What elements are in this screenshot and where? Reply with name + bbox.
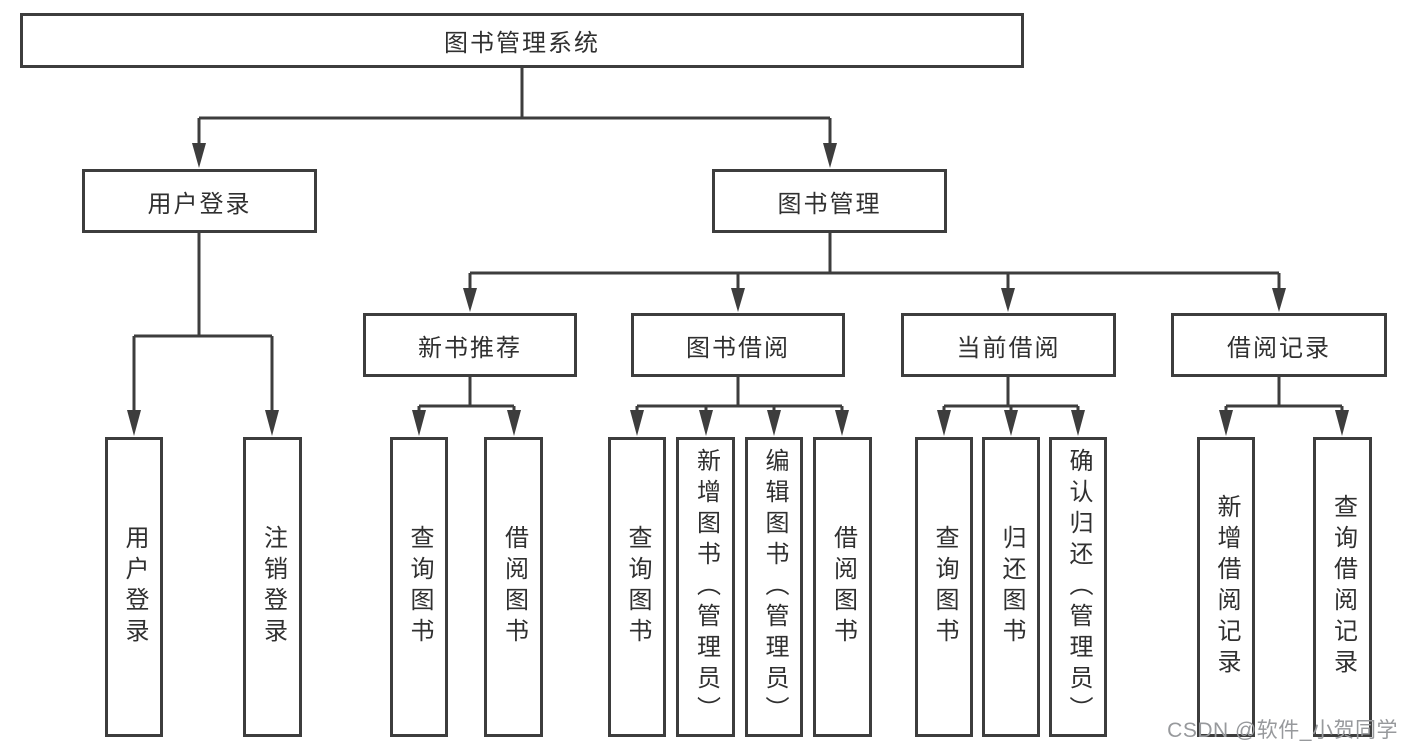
leaf-query-book-current: 查询图书 [915, 437, 973, 737]
leaf-add-borrow-record-label: 新增借阅记录 [1213, 494, 1240, 680]
node-borrow-records: 借阅记录 [1171, 313, 1387, 377]
leaf-query-book-borrow: 查询图书 [608, 437, 666, 737]
leaf-query-book-borrow-label: 查询图书 [624, 525, 651, 649]
arrowhead [699, 410, 713, 436]
arrowhead [835, 410, 849, 436]
leaf-return-book: 归还图书 [982, 437, 1040, 737]
arrowhead [1219, 410, 1233, 436]
arrowhead [192, 143, 206, 168]
leaf-query-borrow-record-label: 查询借阅记录 [1329, 494, 1357, 680]
leaf-query-book-recommend: 查询图书 [390, 437, 448, 737]
arrowhead [265, 410, 279, 436]
leaf-logout-login-label: 注销登录 [259, 525, 287, 649]
leaf-edit-book-admin-label: 编辑图书（管理员） [761, 447, 788, 727]
node-current-borrow: 当前借阅 [901, 313, 1116, 377]
leaf-edit-book-admin: 编辑图书（管理员） [745, 437, 803, 737]
arrowhead [1335, 410, 1349, 436]
leaf-borrow-book-label: 借阅图书 [829, 525, 857, 649]
leaf-confirm-return-admin-label: 确认归还（管理员） [1065, 447, 1092, 727]
csdn-watermark: CSDN @软件_小贺同学 [1167, 719, 1398, 742]
node-library-management-system: 图书管理系统 [20, 13, 1024, 68]
arrowhead [463, 288, 477, 312]
arrowhead [1071, 410, 1085, 436]
arrowhead [937, 410, 951, 436]
node-book-borrow: 图书借阅 [631, 313, 845, 377]
leaf-user-login: 用户登录 [105, 437, 163, 737]
leaf-query-book-recommend-label: 查询图书 [406, 525, 433, 649]
leaf-return-book-label: 归还图书 [998, 525, 1025, 649]
leaf-query-book-current-label: 查询图书 [931, 525, 958, 649]
leaf-borrow-book-recommend: 借阅图书 [484, 437, 543, 737]
arrowhead [731, 288, 745, 312]
leaf-add-book-admin-label: 新增图书（管理员） [692, 447, 720, 727]
leaf-confirm-return-admin: 确认归还（管理员） [1049, 437, 1107, 737]
arrowhead [1001, 288, 1015, 312]
leaf-borrow-book: 借阅图书 [813, 437, 872, 737]
leaf-add-borrow-record: 新增借阅记录 [1197, 437, 1255, 737]
leaf-add-book-admin: 新增图书（管理员） [676, 437, 735, 737]
arrowhead [823, 143, 837, 168]
arrowhead [127, 410, 141, 436]
leaf-borrow-book-recommend-label: 借阅图书 [500, 525, 528, 649]
node-book-management: 图书管理 [712, 169, 947, 233]
arrowhead [1004, 410, 1018, 436]
leaf-query-borrow-record: 查询借阅记录 [1313, 437, 1372, 737]
leaf-user-login-label: 用户登录 [121, 525, 148, 649]
leaf-logout-login: 注销登录 [243, 437, 302, 737]
arrowhead [412, 410, 426, 436]
arrowhead [630, 410, 644, 436]
arrowhead [1272, 288, 1286, 312]
arrowhead [507, 410, 521, 436]
node-user-login: 用户登录 [82, 169, 317, 233]
arrowhead [767, 410, 781, 436]
node-new-book-recommend: 新书推荐 [363, 313, 577, 377]
